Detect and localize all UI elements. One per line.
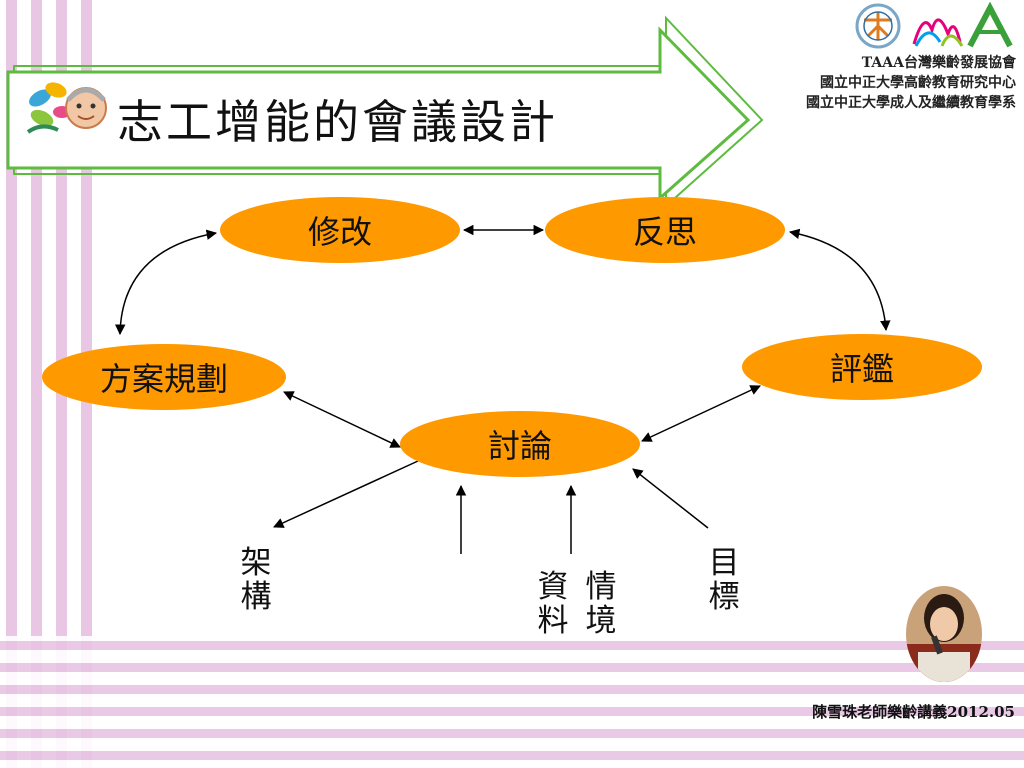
presenter-photo	[906, 586, 982, 682]
organization-logos	[855, 2, 1013, 49]
footer-credit: 陳雪珠老師樂齡講義2012.05	[812, 703, 1015, 721]
org-name-taaa: TAAA台灣樂齡發展協會	[861, 55, 1016, 71]
node-discuss-shape	[400, 411, 640, 477]
page-title: 志工增能的會議設計	[117, 95, 558, 149]
arrow-plan-discuss	[283, 391, 401, 448]
node-revise-shape	[220, 197, 460, 263]
node-reflect-shape	[545, 197, 785, 263]
node-evaluate: 評鑑	[829, 350, 894, 388]
input-label-structure: 架構	[240, 545, 272, 615]
org-name-gerontology-center: 國立中正大學高齡教育研究中心	[820, 75, 1016, 91]
node-evaluate-shape	[742, 334, 982, 400]
node-revise: 修改	[307, 213, 372, 251]
input-label-data: 資料	[537, 569, 569, 639]
node-plan-shape	[42, 344, 286, 410]
arrow-reflect-evaluate	[788, 228, 891, 332]
node-reflect: 反思	[632, 213, 697, 251]
node-discuss: 討論	[487, 427, 552, 465]
title-banner-arrow	[6, 15, 764, 208]
input-label-context: 情境	[585, 569, 617, 639]
flower-logo-icon	[26, 82, 107, 134]
arrow-evaluate-discuss	[641, 385, 761, 442]
org-name-adult-education-dept: 國立中正大學成人及繼續教育學系	[806, 95, 1016, 111]
arrow-discuss-structure	[273, 460, 419, 528]
arrow-revise-plan	[114, 229, 218, 336]
node-plan: 方案規劃	[99, 360, 228, 398]
bottom-stripe-decoration	[0, 636, 1024, 768]
arrow-goal-discuss	[632, 468, 709, 529]
input-label-goal: 目標	[708, 545, 740, 615]
